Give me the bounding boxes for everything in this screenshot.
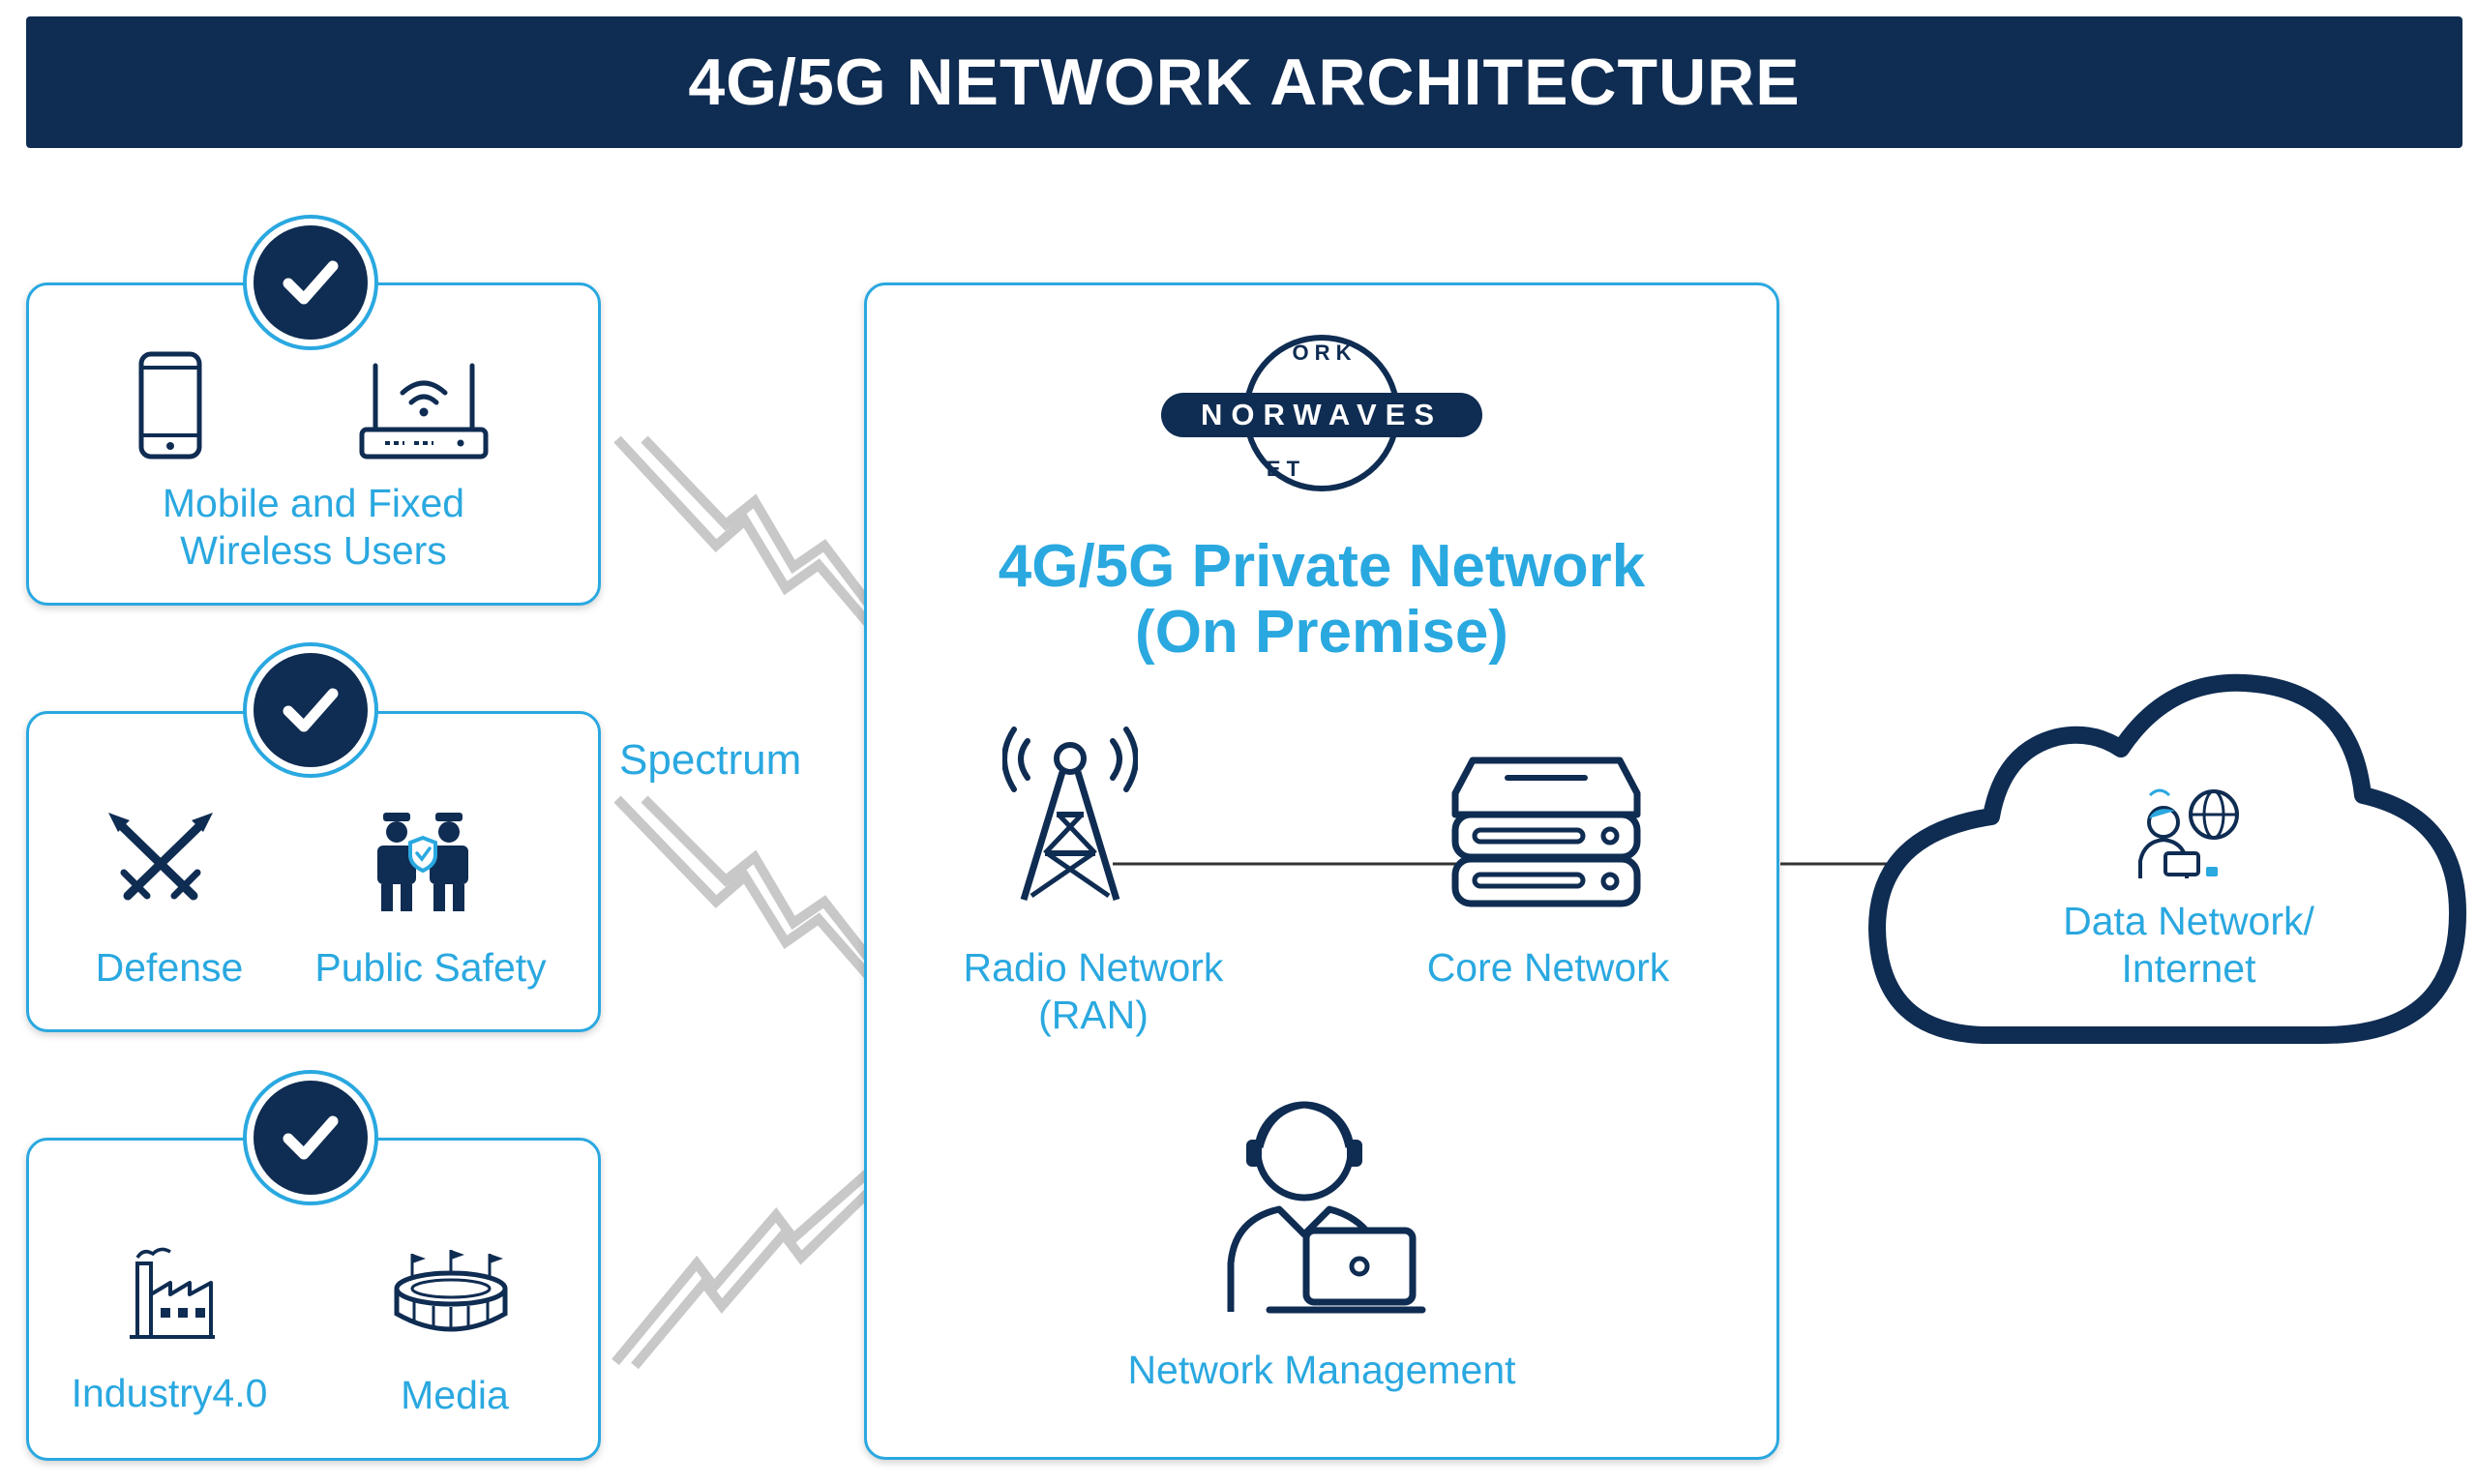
server-icon <box>1451 757 1641 907</box>
svg-text:O R K: O R K <box>1292 341 1351 365</box>
network-cloud-connector <box>1780 862 1896 866</box>
checkmark-icon <box>283 1115 339 1160</box>
public-safety-label: Public Safety <box>314 945 547 990</box>
ran-label-line2: (RAN) <box>1038 993 1149 1038</box>
defense-label: Defense <box>95 945 244 990</box>
ran-label: Radio Network (RAN) <box>919 944 1268 1039</box>
core-label: Core Network <box>1426 945 1670 990</box>
spectrum-label: Spectrum <box>619 736 802 784</box>
ran-core-connector <box>1113 862 1461 866</box>
stadium-icon <box>394 1250 508 1332</box>
ran-label-line1: Radio Network <box>963 945 1224 990</box>
lightning-bolt-middle <box>613 795 877 985</box>
industry-label: Industry4.0 <box>71 1371 268 1415</box>
safety-check-badge <box>243 642 378 778</box>
private-network-title-line1: 4G/5G Private Network <box>998 533 1646 600</box>
factory-icon <box>130 1247 215 1339</box>
private-network-title: 4G/5G Private Network (On Premise) <box>871 533 1773 667</box>
internet-user-icon <box>2138 788 2239 878</box>
private-network-title-line2: (On Premise) <box>1135 599 1508 667</box>
cloud-label: Data Network/ Internet <box>1984 898 2394 993</box>
users-check-badge <box>243 215 378 350</box>
checkmark-icon <box>283 688 339 732</box>
radio-tower-icon <box>1002 727 1138 902</box>
users-label: Mobile and Fixed Wireless Users <box>39 480 588 575</box>
industry-check-badge <box>243 1070 378 1205</box>
checkmark-icon <box>283 260 339 305</box>
police-officers-icon <box>377 813 468 911</box>
lightning-bolt-top <box>613 435 877 633</box>
wifi-router-icon <box>359 363 489 460</box>
cloud-label-line1: Data Network/ <box>2063 899 2314 943</box>
users-label-line1: Mobile and Fixed <box>162 481 465 525</box>
media-label: Media <box>401 1373 509 1417</box>
norwaves-logo: O R K E T NORWAVES <box>1161 335 1482 491</box>
svg-text:E T: E T <box>1267 457 1300 481</box>
users-label-line2: Wireless Users <box>180 528 447 574</box>
lightning-bolt-bottom <box>612 1165 877 1370</box>
cloud-label-line2: Internet <box>2121 946 2256 992</box>
smartphone-icon <box>138 351 202 460</box>
crossed-swords-icon <box>108 813 213 901</box>
logo-wordmark: NORWAVES <box>1201 398 1443 431</box>
title-banner: 4G/5G NETWORK ARCHITECTURE <box>26 16 2462 148</box>
page-title: 4G/5G NETWORK ARCHITECTURE <box>688 45 1801 119</box>
management-label: Network Management <box>1127 1348 1516 1392</box>
network-engineer-icon <box>1227 1101 1426 1314</box>
